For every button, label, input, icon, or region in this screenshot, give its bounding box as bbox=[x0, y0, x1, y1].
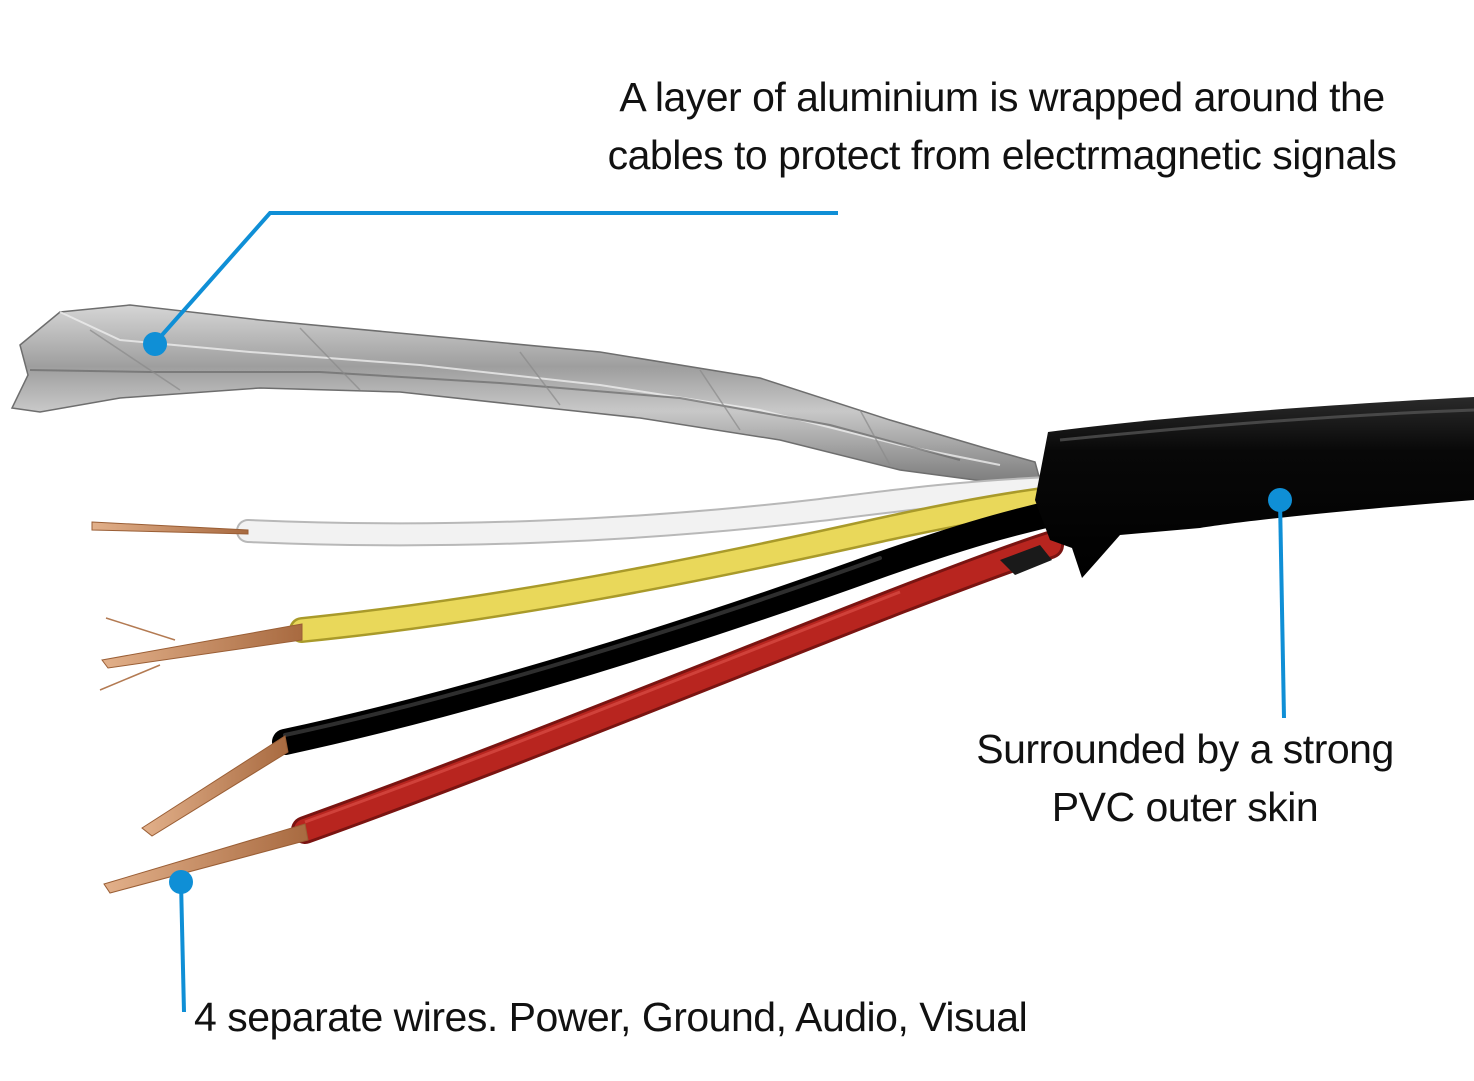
foil-annotation-line-1: A layer of aluminium is wrapped around t… bbox=[619, 74, 1385, 120]
black-wire bbox=[141, 487, 1133, 837]
foil-annotation-line-2: cables to protect from electrmagnetic si… bbox=[607, 132, 1397, 178]
red-wire-copper-strands bbox=[103, 823, 309, 894]
red-wire bbox=[103, 531, 1064, 894]
jacket-annotation-line-1: Surrounded by a strong bbox=[976, 726, 1394, 772]
white-wire bbox=[91, 476, 1062, 547]
pvc-outer-jacket bbox=[1000, 397, 1474, 578]
yellow-wire-copper-strands bbox=[101, 623, 303, 669]
white-wire-copper-strands bbox=[91, 521, 249, 535]
jacket-callout-line bbox=[1278, 499, 1286, 719]
wires-callout-line bbox=[179, 881, 186, 1013]
black-wire-copper-strands bbox=[141, 735, 289, 837]
jacket-annotation-line-2: PVC outer skin bbox=[1051, 784, 1319, 830]
jacket-callout-dot bbox=[1268, 488, 1292, 512]
jacket-callout bbox=[1268, 488, 1292, 719]
aluminium-foil-shield bbox=[10, 304, 1041, 483]
jacket-annotation: Surrounded by a strong PVC outer skin bbox=[960, 720, 1410, 836]
wires-callout bbox=[169, 870, 193, 1013]
foil-callout bbox=[143, 211, 838, 356]
wires-annotation-text: 4 separate wires. Power, Ground, Audio, … bbox=[194, 994, 1028, 1040]
wires-annotation: 4 separate wires. Power, Ground, Audio, … bbox=[194, 988, 1028, 1046]
wires-callout-dot bbox=[169, 870, 193, 894]
foil-annotation: A layer of aluminium is wrapped around t… bbox=[560, 68, 1444, 184]
foil-callout-dot bbox=[143, 332, 167, 356]
foil-callout-line bbox=[153, 211, 838, 345]
